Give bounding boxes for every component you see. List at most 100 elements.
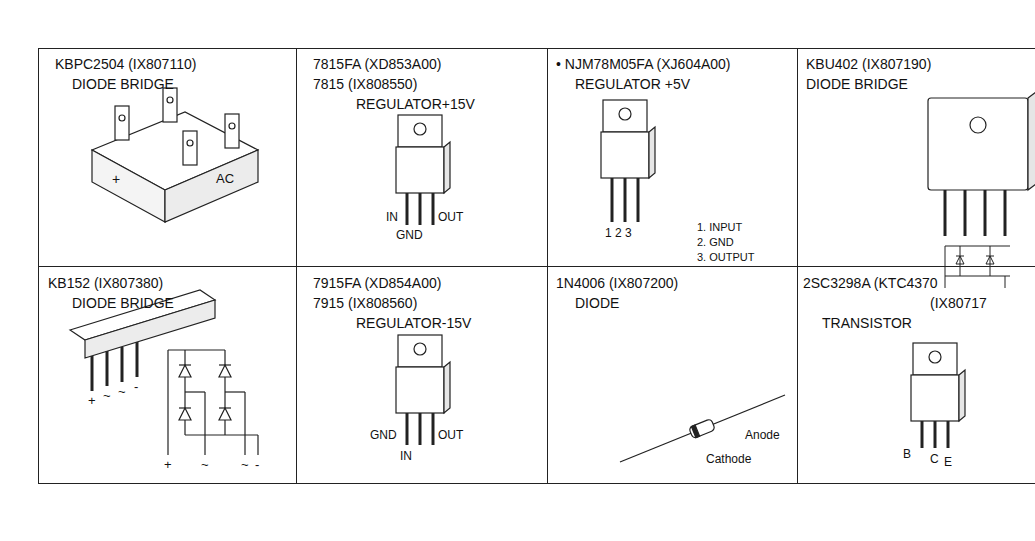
part-number: 2SC3298A (KTC4370: [803, 275, 938, 292]
part-number: KBPC2504 (IX807110): [55, 56, 196, 73]
part-text: DIODE: [575, 295, 619, 312]
regulator-package: [419, 193, 422, 225]
bridge-block: [167, 97, 173, 103]
bridge-inline-package: [990, 246, 991, 276]
bridge-inline-package: [945, 276, 1010, 277]
bridge-inline-package: [964, 190, 967, 236]
bridge-block: [119, 115, 125, 121]
bridge-inline-package: [945, 246, 1010, 247]
part-text: DIODE BRIDGE: [806, 76, 908, 93]
pin-label: +: [112, 172, 120, 186]
bridge-inline-package: [984, 190, 987, 236]
part-text: 7815 (IX808550): [313, 76, 417, 93]
bridge-inline-package: [986, 256, 994, 257]
bridge-schematic: [225, 391, 245, 392]
regulator-package: [444, 142, 450, 193]
pin-label: ~: [103, 389, 111, 403]
pin-label: IN: [386, 210, 398, 224]
part-number: KB152 (IX807380): [48, 275, 163, 292]
pin-label: GND: [396, 228, 423, 242]
part-text: (IX80717: [930, 295, 987, 312]
bridge-schematic: [185, 391, 205, 392]
regulator-package: [444, 362, 450, 413]
part-number: 7915FA (XD854A00): [313, 275, 441, 292]
bridge-schematic: [167, 350, 168, 455]
regulator-package: [406, 413, 409, 445]
diode-symbol: [691, 425, 699, 438]
pin-label: E: [944, 455, 952, 469]
regulator-package: [396, 367, 444, 413]
bridge-inline-package: [121, 347, 124, 382]
bridge-schematic: [185, 434, 258, 435]
bridge-schematic: [179, 364, 191, 365]
bridge-inline-package: [106, 351, 109, 386]
pin-label: -: [255, 458, 259, 472]
bridge-inline-package: [986, 256, 994, 264]
pin-label: Cathode: [706, 452, 751, 466]
bridge-schematic: [179, 365, 191, 377]
pin-label: 2. GND: [697, 235, 734, 249]
part-cell: 1N4006 (IX807200)DIODE: [547, 266, 798, 484]
transistor-package: [929, 351, 941, 363]
pin-label: C: [930, 452, 939, 466]
bridge-inline-package: [956, 256, 964, 264]
transistor-package: [947, 421, 950, 448]
bridge-inline-package: [928, 98, 1028, 190]
transistor-package: [959, 370, 965, 421]
bridge-inline-package: [136, 342, 139, 377]
regulator-package: [637, 178, 640, 222]
bridge-inline-package: [945, 246, 1010, 288]
part-text: REGULATOR-15V: [356, 315, 471, 332]
bridge-block: [229, 123, 235, 129]
pin-label: GND: [370, 428, 397, 442]
regulator-package: [398, 115, 442, 147]
transistor-package: [913, 343, 957, 375]
bridge-inline-package: [91, 356, 94, 391]
pin-label: OUT: [438, 210, 463, 224]
pin-label: AC: [216, 172, 234, 186]
pin-label: IN: [400, 449, 412, 463]
part-cell: KBPC2504 (IX807110) DIODE BRIDGE: [38, 48, 297, 267]
pin-label: Anode: [745, 428, 780, 442]
part-text: TRANSISTOR: [822, 315, 912, 332]
diode-symbol: [620, 395, 785, 462]
transistor-package: [911, 343, 965, 448]
bridge-schematic: [179, 407, 191, 408]
part-text: REGULATOR+15V: [356, 96, 475, 113]
part-text: 7915 (IX808560): [313, 295, 417, 312]
part-cell: 2SC3298A (KTC4370 (IX80717TRANSISTOR: [797, 266, 1035, 484]
bridge-schematic: [257, 435, 258, 455]
regulator-package: [649, 127, 655, 178]
regulator-package: [414, 123, 426, 135]
bridge-block: [165, 150, 258, 222]
part-cell: • NJM78M05FA (XJ604A00)REGULATOR +5V: [547, 48, 798, 267]
regulator-package: [406, 193, 409, 225]
regulator-package: [396, 115, 450, 225]
bridge-schematic: [168, 350, 258, 455]
bridge-inline-package: [956, 256, 964, 257]
bridge-inline-package: [928, 92, 1035, 288]
bridge-block: [183, 131, 197, 165]
bridge-schematic: [219, 407, 231, 408]
regulator-package: [398, 335, 442, 367]
regulator-package: [624, 178, 627, 222]
transistor-package: [921, 421, 924, 448]
transistor-package: [934, 421, 937, 448]
bridge-block: [225, 114, 239, 148]
part-cell: KB152 (IX807380)DIODE BRIDGE: [38, 266, 297, 484]
pin-label: ~: [118, 385, 126, 399]
bridge-block: [187, 140, 193, 146]
bridge-block: [163, 88, 177, 122]
regulator-package: [396, 147, 444, 193]
bridge-block: [92, 150, 165, 222]
bridge-schematic: [219, 408, 231, 420]
bridge-inline-package: [960, 246, 961, 276]
pin-label: 1. INPUT: [697, 220, 742, 234]
part-text: DIODE BRIDGE: [72, 76, 174, 93]
pin-label: B: [903, 447, 911, 461]
bridge-inline-package: [970, 117, 986, 133]
regulator-package: [419, 413, 422, 445]
pin-label: +: [164, 458, 172, 472]
diode-symbol: [689, 419, 716, 439]
part-text: REGULATOR +5V: [575, 76, 690, 93]
